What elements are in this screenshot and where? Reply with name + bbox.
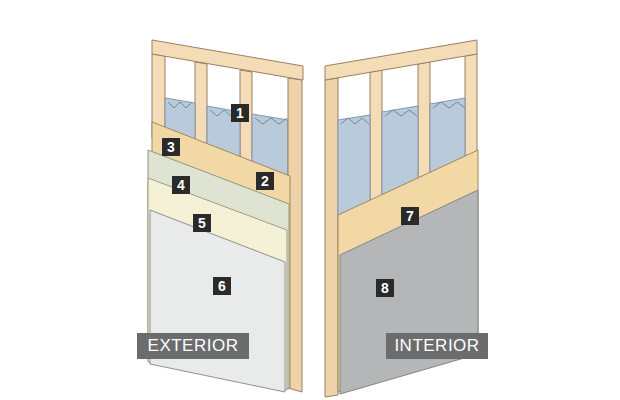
callout-text: 8 xyxy=(381,280,389,296)
callout-text: 4 xyxy=(177,177,185,193)
callout-number: 4 xyxy=(172,176,190,194)
callout-text: 6 xyxy=(218,278,226,294)
callout-text: 5 xyxy=(198,215,206,231)
callout-number: 8 xyxy=(376,279,394,297)
callout-text: 3 xyxy=(167,139,175,155)
callout-number: 7 xyxy=(401,207,419,225)
callout-number: 2 xyxy=(256,172,274,190)
callout-number: 5 xyxy=(193,214,211,232)
side-label: INTERIOR xyxy=(394,336,479,356)
callout-text: 1 xyxy=(236,105,244,121)
side-label-band: INTERIOR xyxy=(386,333,488,359)
side-label: EXTERIOR xyxy=(148,336,239,356)
callout-number: 1 xyxy=(231,104,249,122)
callout-text: 7 xyxy=(406,208,414,224)
callout-number: 3 xyxy=(162,138,180,156)
callout-text: 2 xyxy=(261,173,269,189)
callout-number: 6 xyxy=(213,277,231,295)
side-label-band: EXTERIOR xyxy=(137,333,249,359)
